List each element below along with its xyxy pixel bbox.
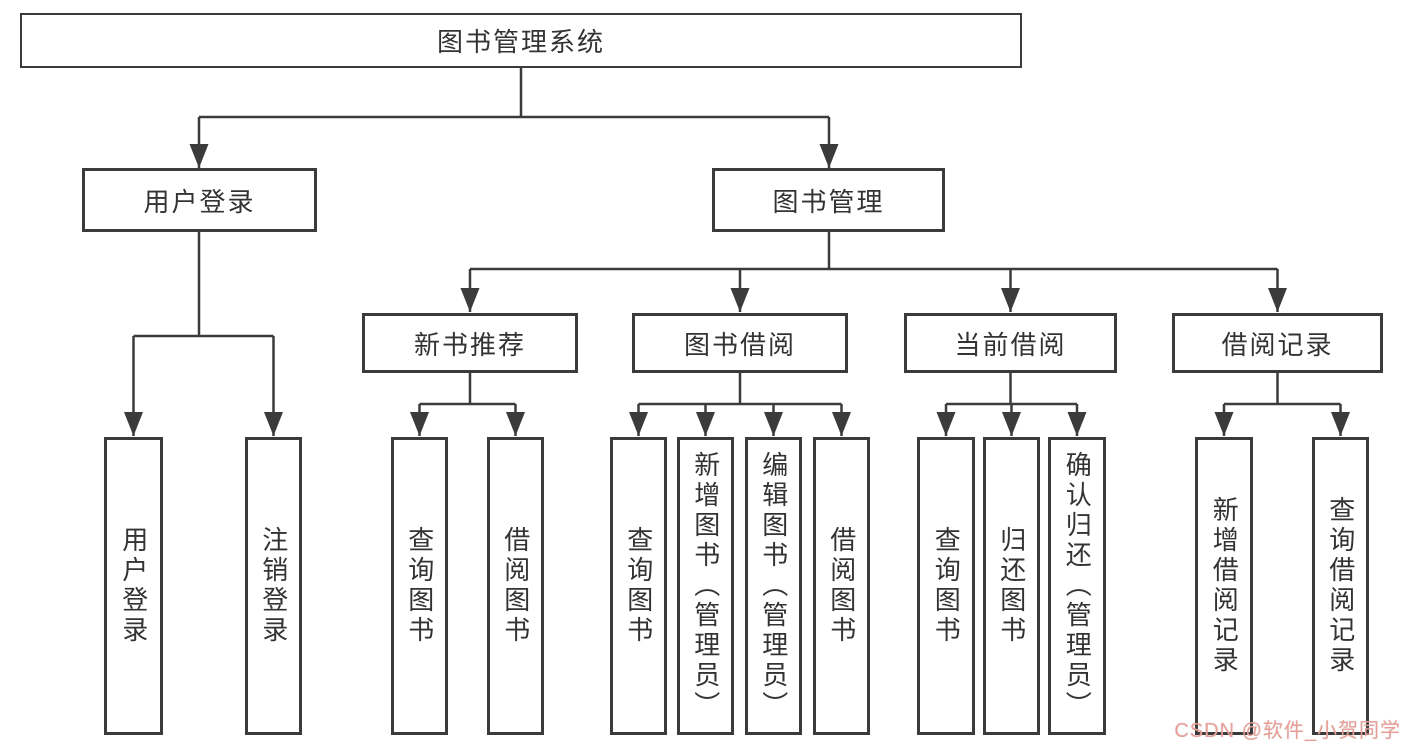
leaf-borrow-add-books-admin: 新增图书（管理员） <box>677 437 734 735</box>
arrowheads <box>124 144 1350 436</box>
leaf-current-return-books: 归还图书 <box>983 437 1040 735</box>
node-label: 借阅图书 <box>826 526 857 646</box>
node-current-borrow: 当前借阅 <box>904 313 1117 373</box>
leaf-records-query-record: 查询借阅记录 <box>1312 437 1369 735</box>
node-label: 查询图书 <box>931 526 962 646</box>
node-label: 新书推荐 <box>413 329 526 360</box>
csdn-watermark: CSDN @软件_小贺同学 <box>1174 720 1401 742</box>
leaf-current-confirm-return-admin: 确认归还（管理员） <box>1048 437 1106 735</box>
node-label: 编辑图书（管理员） <box>758 451 789 721</box>
leaf-borrow-query-books: 查询图书 <box>610 437 667 735</box>
node-label: 确认归还（管理员） <box>1062 451 1093 721</box>
node-label: 注销登录 <box>258 526 289 646</box>
node-label: 图书借阅 <box>683 329 796 360</box>
leaf-records-add-record: 新增借阅记录 <box>1195 437 1253 735</box>
node-label: 借阅记录 <box>1221 329 1334 360</box>
node-label: 查询图书 <box>623 526 654 646</box>
node-book-borrow: 图书借阅 <box>632 313 848 373</box>
leaf-logout: 注销登录 <box>245 437 302 735</box>
node-label: 新增借阅记录 <box>1209 496 1240 676</box>
node-label: 查询图书 <box>404 526 435 646</box>
leaf-recommend-borrow-books: 借阅图书 <box>487 437 544 735</box>
node-label: 当前借阅 <box>954 329 1067 360</box>
node-label: 图书管理系统 <box>436 27 605 57</box>
node-book-management: 图书管理 <box>712 168 945 232</box>
leaf-borrow-borrow-books: 借阅图书 <box>813 437 870 735</box>
node-label: 用户登录 <box>143 186 256 217</box>
leaf-user-login: 用户登录 <box>104 437 163 735</box>
node-system-root: 图书管理系统 <box>20 13 1022 68</box>
node-label: 图书管理 <box>772 186 885 217</box>
node-label: 归还图书 <box>996 526 1027 646</box>
leaf-current-query-books: 查询图书 <box>917 437 975 735</box>
node-borrow-records: 借阅记录 <box>1172 313 1383 373</box>
node-label: 新增图书（管理员） <box>690 451 721 721</box>
node-new-book-recommend: 新书推荐 <box>362 313 578 373</box>
leaf-borrow-edit-books-admin: 编辑图书（管理员） <box>745 437 802 735</box>
node-user-login: 用户登录 <box>82 168 317 232</box>
node-label: 用户登录 <box>118 526 149 646</box>
leaf-recommend-query-books: 查询图书 <box>391 437 448 735</box>
node-label: 借阅图书 <box>500 526 531 646</box>
node-label: 查询借阅记录 <box>1325 496 1356 676</box>
